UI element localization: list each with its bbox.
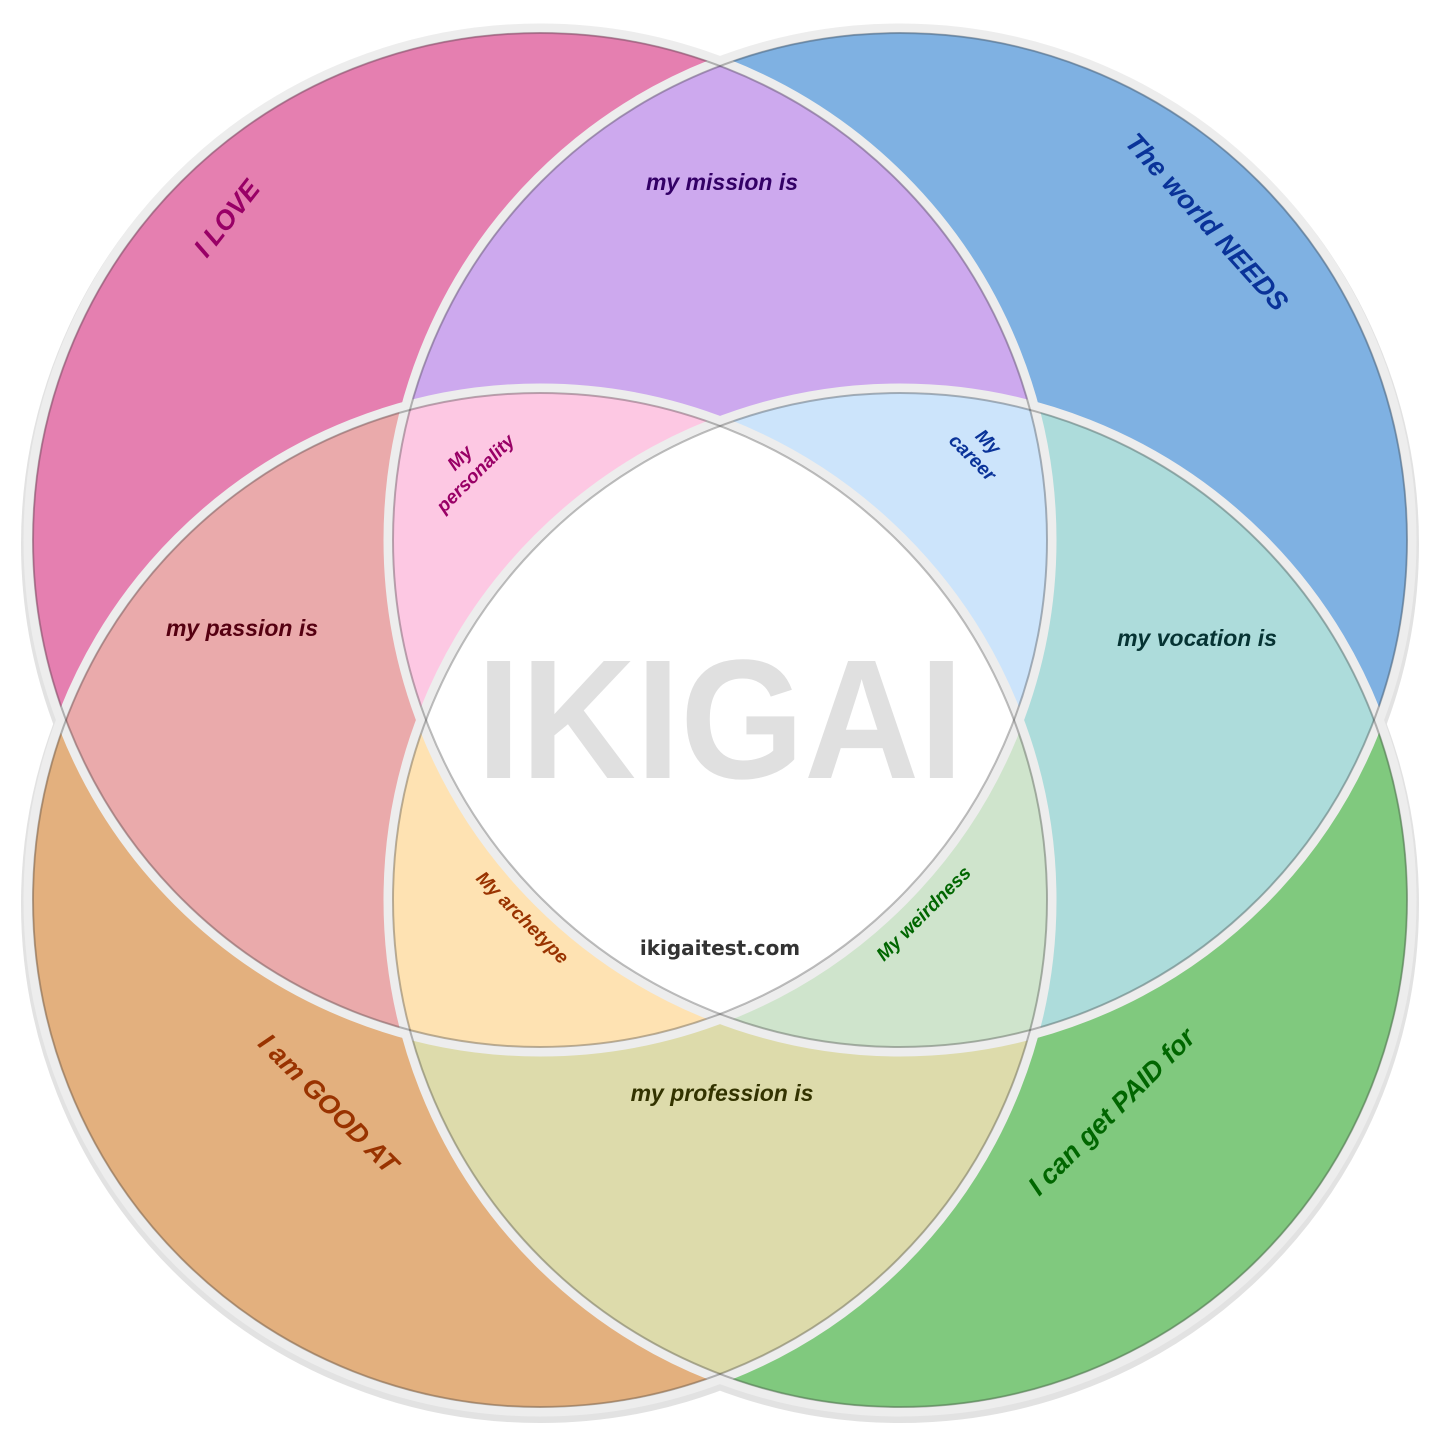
label-profession: my profession is xyxy=(631,1080,814,1106)
circle-borders xyxy=(23,23,1417,1417)
ikigai-title: IKIGAI xyxy=(477,625,964,815)
website-link[interactable]: ikigaitest.com xyxy=(640,936,800,960)
label-vocation: my vocation is xyxy=(1117,625,1277,651)
label-passion: my passion is xyxy=(166,615,318,641)
label-mission: my mission is xyxy=(646,169,798,195)
